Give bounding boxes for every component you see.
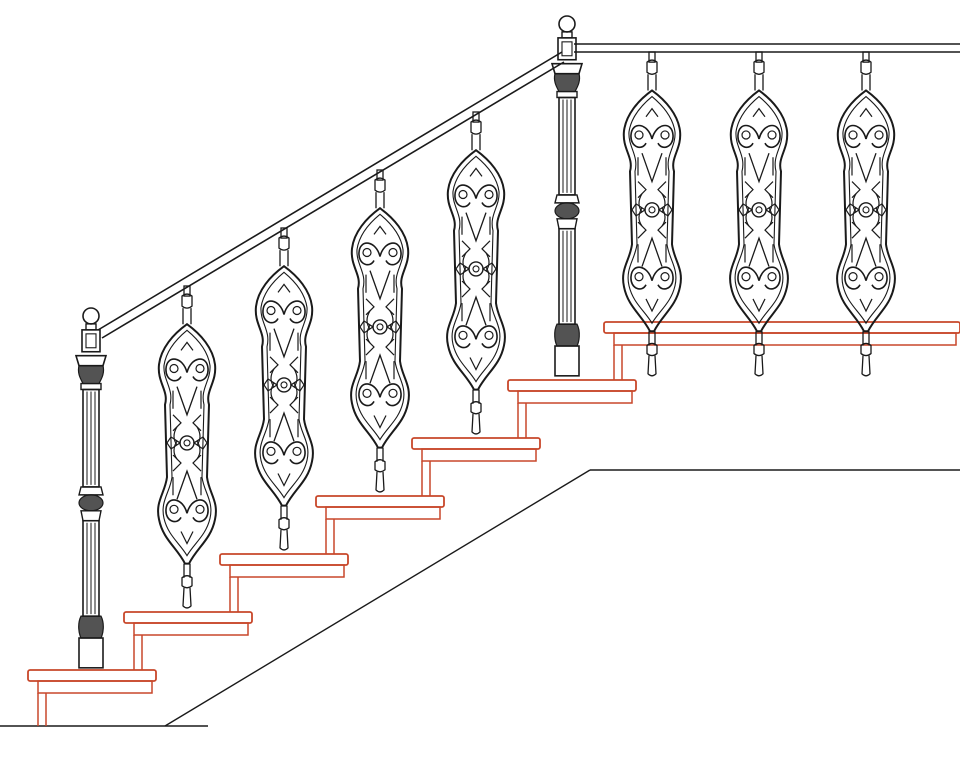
newel-post: [551, 15, 583, 377]
stair-step: [219, 553, 349, 612]
ornamental-baluster: [622, 50, 682, 377]
ornamental-baluster: [446, 110, 506, 435]
stair-soffit: [0, 469, 960, 727]
stair-step: [507, 379, 637, 438]
stair-step: [27, 669, 157, 726]
handrail: [97, 43, 960, 339]
ornamental-baluster: [157, 284, 217, 609]
balusters: [157, 50, 896, 609]
ornamental-baluster: [729, 50, 789, 377]
stair-step: [315, 495, 445, 554]
stair-treads: [27, 321, 960, 726]
ornamental-baluster: [836, 50, 896, 377]
ornamental-baluster: [350, 168, 410, 493]
newel-posts: [75, 15, 583, 669]
ornamental-baluster: [254, 226, 314, 551]
stair-step: [603, 321, 960, 380]
stair-step: [411, 437, 541, 496]
stair-step: [123, 611, 253, 670]
newel-post: [75, 307, 107, 669]
